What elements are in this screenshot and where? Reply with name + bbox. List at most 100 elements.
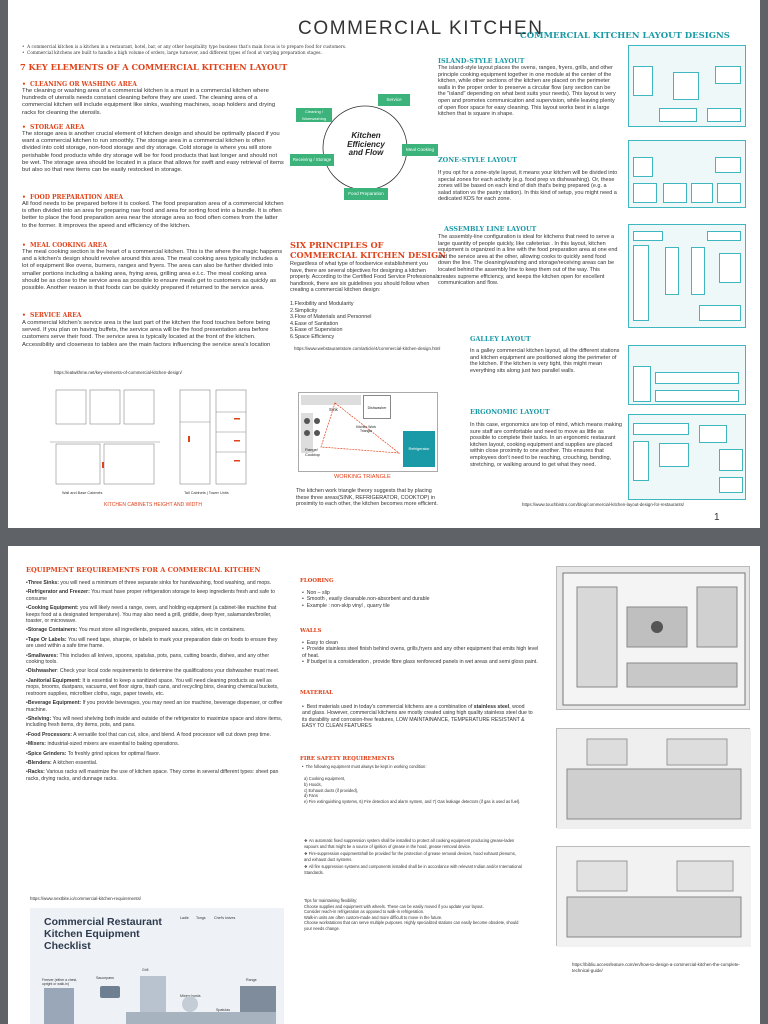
six-principles-intro: Regardless of what type of foodservice e… bbox=[290, 261, 440, 294]
checklist-title: Commercial Restaurant Kitchen Equipment … bbox=[44, 916, 162, 952]
tip-line: Walk-in units are often custom-made and … bbox=[304, 914, 443, 920]
fire-bullets: ❖ An automatic fixed suppression system … bbox=[304, 838, 522, 876]
principle-item: 6.Space Efficiency bbox=[290, 333, 335, 340]
principle-item: 1.Flexibility and Modularity bbox=[290, 301, 354, 307]
flooring-heading: FLOORING bbox=[300, 578, 334, 584]
service-heading: • SERVICE AREA bbox=[22, 312, 82, 319]
work-triangle-diagram: Sink Dishwasher Kitchen Work Triangle Ra… bbox=[298, 392, 438, 472]
kitchen-section-image-2 bbox=[556, 846, 751, 947]
intro-bullet: • Commercial kitchens are built to handl… bbox=[22, 50, 322, 55]
equipment-list: •Three Sinks: you will need a minimum of… bbox=[26, 580, 284, 785]
page-1: COMMERCIAL KITCHEN COMMERCIAL KITCHEN LA… bbox=[8, 0, 760, 528]
wall-base-label: Wall and Base Cabinets bbox=[62, 491, 103, 495]
kitchen-section-drawing-2 bbox=[557, 847, 751, 947]
cleaning-heading: • CLEANING OR WASHING AREA bbox=[22, 81, 137, 88]
walls-item: • Provide stainless steel finish behind … bbox=[302, 646, 539, 659]
walls-heading: WALLS bbox=[300, 628, 322, 634]
equipment-heading: EQUIPMENT REQUIREMENTS FOR A COMMERCIAL … bbox=[26, 566, 261, 574]
storage-heading: • STORAGE AREA bbox=[22, 124, 85, 131]
tip-line: Consider reach-in refrigeration as oppos… bbox=[304, 909, 425, 915]
checklist-label: Range bbox=[246, 978, 257, 982]
galley-floorplan bbox=[628, 345, 746, 405]
kitchen-flow-diagram: Kitchen Efficiency and Flow Service Meal… bbox=[290, 86, 440, 206]
meal-cooking-text: The meal cooking section is the heart of… bbox=[22, 249, 283, 292]
meal-cooking-heading: • MEAL COOKING AREA bbox=[22, 242, 108, 249]
tip-line: Choose supplies and equipment with wheel… bbox=[304, 903, 484, 909]
flooring-item: • Example : non-skip vinyl , quarry tile bbox=[302, 602, 390, 609]
layout-designs-heading: COMMERCIAL KITCHEN LAYOUT DESIGNS bbox=[520, 31, 730, 41]
checklist-label: Ladle bbox=[180, 916, 189, 920]
equipment-item: •Mixers: industrial-sized mixers are ess… bbox=[26, 741, 180, 748]
island-floorplan bbox=[628, 45, 746, 127]
principle-item: 4.Ease of Sanitation bbox=[290, 320, 339, 327]
flexibility-tips: Tips for maintaining flexibility: Choose… bbox=[304, 898, 524, 932]
fire-bullet: ❖ Fire-suppression equipmentshall be pro… bbox=[304, 851, 516, 862]
equipment-item: •Smallwares: This includes all knives, s… bbox=[26, 652, 270, 666]
design-guide-link[interactable]: https://bibliu.accessfeature.com/en/how-… bbox=[572, 962, 740, 973]
principle-item: 2.Simplicity bbox=[290, 307, 318, 314]
equipment-item: •Three Sinks: you will need a minimum of… bbox=[26, 580, 272, 586]
equipment-item: •Dishwasher: Check your local code requi… bbox=[26, 668, 280, 675]
page-2: EQUIPMENT REQUIREMENTS FOR A COMMERCIAL … bbox=[8, 546, 760, 1024]
equipment-item: •Janitorial Equipment: It is essential t… bbox=[26, 677, 279, 697]
principles-source-link[interactable]: https://www.webstaurantstore.com/article… bbox=[294, 346, 441, 351]
fire-bullet: ❖ All fire suppression systems and compo… bbox=[304, 864, 522, 875]
dishwasher-box: Dishwasher bbox=[363, 395, 391, 419]
walls-list: • Easy to clean • Provide stainless stee… bbox=[302, 640, 540, 666]
fire-equipment-item: c) Exhaust ducts (if provided), bbox=[304, 787, 359, 793]
flooring-list: • Non – slip • Smooth , easily cleanable… bbox=[302, 590, 472, 609]
kitchen-plan-image bbox=[556, 566, 750, 710]
tip-line: Choose workstations that can serve multi… bbox=[304, 920, 519, 931]
cycle-node-service: Service bbox=[378, 94, 410, 106]
fire-equipment-item: e) Fire extinguishing systems, 6) Fire d… bbox=[304, 799, 521, 805]
tip-line: Tips for maintaining flexibility: bbox=[304, 898, 358, 903]
fire-equipment-list: a) Cooking equipment, b) Hoods, c) Exhau… bbox=[304, 776, 536, 805]
fire-equipment-item: b) Hoods, bbox=[304, 781, 322, 787]
checklist-label: Grill bbox=[142, 968, 149, 972]
equipment-item: •Cooking Equipment: you will likely need… bbox=[26, 605, 277, 625]
galley-text: In a galley commercial kitchen layout, a… bbox=[470, 348, 620, 374]
fire-equipment-item: a) Cooking equipment, bbox=[304, 776, 346, 781]
equipment-source-link[interactable]: https://www.nextbite.io/commercial-kitch… bbox=[30, 896, 142, 901]
island-heading: ISLAND-STYLE LAYOUT bbox=[438, 57, 525, 65]
zone-text: If you opt for a zone-style layout, it m… bbox=[438, 170, 618, 203]
checklist-icons bbox=[44, 976, 276, 1024]
layouts-source-link[interactable]: https://www.touchbistro.com/blog/commerc… bbox=[522, 502, 685, 507]
kitchen-section-image-1 bbox=[556, 728, 751, 829]
page-number: 1 bbox=[714, 512, 720, 523]
assembly-text: The assembly-line configuration is ideal… bbox=[438, 234, 618, 287]
source-link[interactable]: https://eatwithme.net/key-elements-of-co… bbox=[54, 370, 182, 375]
walls-item: • If budget is a consideration , provide… bbox=[302, 659, 538, 666]
refrigerator-box: Refrigerator bbox=[403, 431, 435, 467]
key-elements-heading: 7 KEY ELEMENTS OF A COMMERCIAL KITCHEN L… bbox=[20, 62, 288, 72]
fire-safety-heading: FIRE SAFETY REQUIREMENTS bbox=[300, 756, 395, 762]
cycle-node-food-preparation: Food Preparation bbox=[344, 188, 388, 200]
galley-heading: GALLEY LAYOUT bbox=[470, 335, 531, 343]
sink-counter bbox=[301, 395, 361, 405]
triangle-caption: WORKING TRIANGLE bbox=[334, 474, 391, 480]
equipment-item: •Refrigerator and Freezer: You must have… bbox=[26, 589, 275, 602]
work-triangle-lines bbox=[304, 402, 401, 454]
food-prep-text: All food needs to be prepared before it … bbox=[22, 201, 284, 229]
assembly-floorplan bbox=[628, 224, 746, 328]
sink-label: Sink bbox=[329, 407, 338, 412]
service-text: A commercial kitchen's service area is t… bbox=[22, 320, 271, 348]
walls-item: • Easy to clean bbox=[302, 640, 338, 646]
triangle-text: The kitchen work triangle theory suggest… bbox=[296, 488, 438, 508]
six-principles-heading: SIX PRINCIPLES OF COMMERCIAL KITCHEN DES… bbox=[290, 240, 446, 260]
cabinet-caption: KITCHEN CABINETS HEIGHT AND WIDTH bbox=[104, 502, 202, 508]
kitchen-section-drawing-1 bbox=[557, 729, 751, 829]
cabinet-drawing bbox=[38, 382, 268, 498]
ergonomic-text: In this case, ergonomics are top of mind… bbox=[470, 422, 622, 468]
equipment-checklist-graphic: Commercial Restaurant Kitchen Equipment … bbox=[30, 908, 284, 1024]
equipment-item: •Shelving: You will need shelving both i… bbox=[26, 715, 283, 729]
equipment-item: •Racks: Various racks will maximize the … bbox=[26, 769, 279, 782]
material-text: • Best materials used in today's commerc… bbox=[302, 704, 533, 730]
food-prep-heading: • FOOD PREPARATION AREA bbox=[22, 194, 124, 201]
ergonomic-floorplan bbox=[628, 414, 746, 500]
zone-heading: ZONE-STYLE LAYOUT bbox=[438, 156, 517, 164]
cycle-node-receiving-storage: Receiving / Storage bbox=[290, 154, 334, 166]
principle-item: 5.Ease of Supervision bbox=[290, 327, 343, 333]
flooring-item: • Non – slip bbox=[302, 590, 330, 596]
tall-cabinets-label: Tall Cabinets | Tower Units bbox=[184, 491, 229, 495]
